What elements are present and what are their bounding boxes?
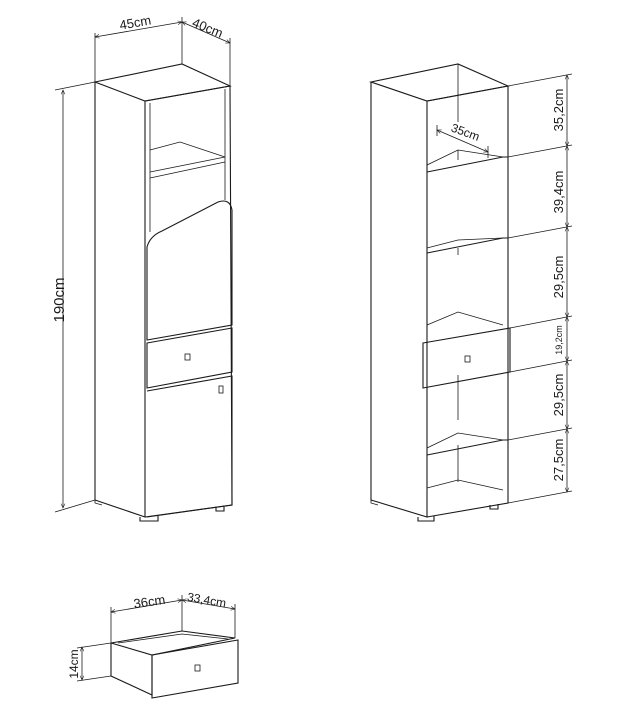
drawer-width-label: 36cm — [133, 592, 167, 611]
drawer-height-label: 14cm — [67, 649, 81, 678]
left-width-label: 45cm — [118, 12, 152, 32]
compartment-label: 27,5cm — [551, 439, 566, 482]
compartment-dimensions: 35,2cm 39,4cm 29,5cm 19,2cm 29,5cm 27,5c… — [507, 73, 573, 504]
left-width-dimension: 45cm — [95, 12, 182, 82]
shelf-depth-dimension: 35cm — [437, 121, 488, 158]
drawer-drawing — [110, 630, 239, 699]
drawer-depth-label: 33,4cm — [186, 590, 227, 611]
left-depth-label: 40cm — [190, 15, 225, 41]
compartment-label: 35,2cm — [551, 89, 566, 132]
left-height-label: 190cm — [51, 277, 68, 322]
drawer-depth-dimension: 33,4cm — [182, 590, 235, 638]
drawer-width-dimension: 36cm — [111, 592, 182, 643]
drawer-height-dimension: 14cm — [67, 642, 112, 682]
left-cabinet — [93, 63, 233, 522]
left-height-dimension: 190cm — [51, 81, 96, 513]
shelf-depth-label: 35cm — [449, 121, 481, 144]
compartment-label: 19,2cm — [554, 325, 564, 355]
compartment-label: 29,5cm — [551, 374, 566, 417]
right-cabinet — [368, 63, 511, 522]
compartment-label: 39,4cm — [551, 171, 566, 214]
compartment-label: 29,5cm — [551, 256, 566, 299]
